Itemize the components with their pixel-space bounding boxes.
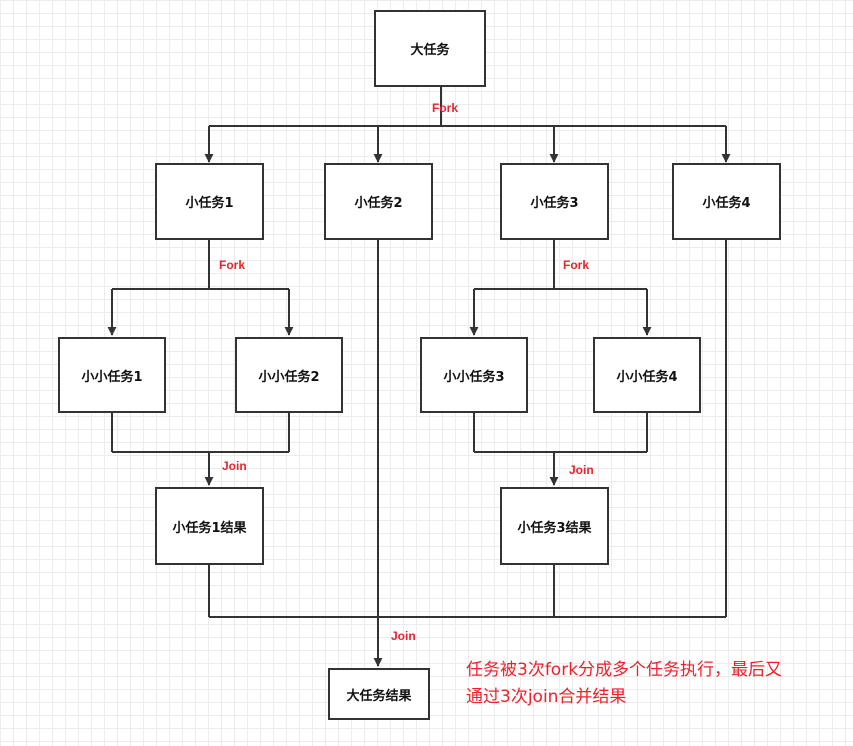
label-fork-top: Fork [432, 101, 459, 115]
node-big-task: 大任务 [374, 10, 486, 87]
label-join-right: Join [569, 463, 594, 477]
node-subsub-task-1: 小小任务1 [58, 337, 166, 413]
node-sub-task-3: 小任务3 [500, 163, 609, 240]
node-sub-task-2: 小任务2 [324, 163, 433, 240]
label-fork-right: Fork [563, 258, 590, 272]
node-big-task-result: 大任务结果 [328, 668, 430, 720]
label-join-bottom: Join [391, 629, 416, 643]
annotation-note: 任务被3次fork分成多个任务执行，最后又 通过3次join合并结果 [466, 657, 851, 711]
node-subsub-task-4: 小小任务4 [593, 337, 701, 413]
node-sub-task-3-result: 小任务3结果 [500, 487, 609, 565]
node-subsub-task-2: 小小任务2 [235, 337, 343, 413]
node-sub-task-4: 小任务4 [672, 163, 781, 240]
node-sub-task-1: 小任务1 [155, 163, 264, 240]
node-sub-task-1-result: 小任务1结果 [155, 487, 264, 565]
label-fork-left: Fork [219, 258, 246, 272]
label-join-left: Join [222, 459, 247, 473]
annotation-line-2: 通过3次join合并结果 [466, 687, 627, 707]
node-subsub-task-3: 小小任务3 [420, 337, 528, 413]
annotation-line-1: 任务被3次fork分成多个任务执行，最后又 [466, 660, 783, 680]
